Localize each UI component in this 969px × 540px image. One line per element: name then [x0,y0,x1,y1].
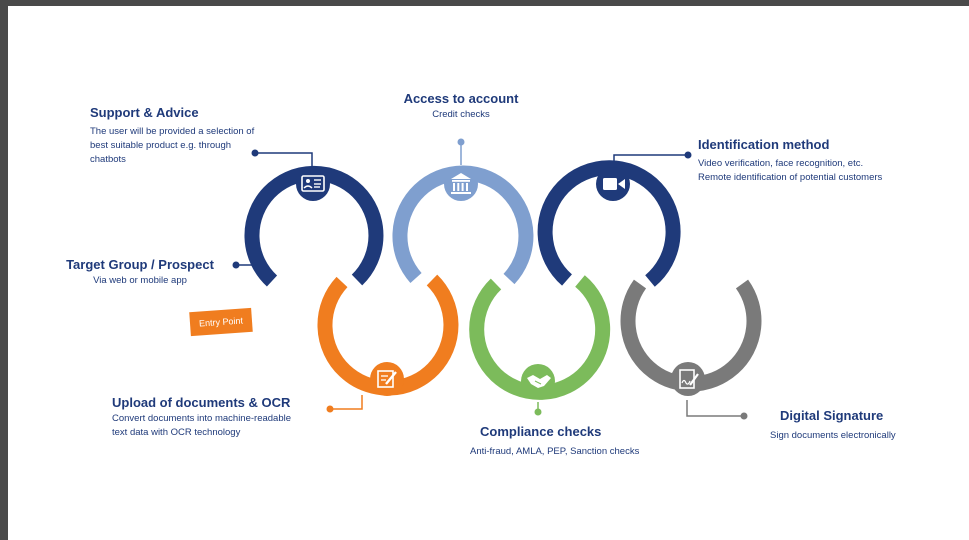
step-support-advice: Support & Advice The user will be provid… [90,105,265,167]
video-camera-icon [596,167,630,201]
connector-dot-upload [326,405,334,413]
connector-dot-identification [684,151,692,159]
connector-signature [686,400,744,417]
step-description: Credit checks [432,109,490,120]
connector-dot-compliance [534,408,542,416]
step-description: Sign documents electronically [770,430,896,441]
step-description: Convert documents into machine-readable … [112,413,292,438]
connector-dot-target [232,261,240,269]
step-title: Identification method [698,137,830,152]
id-card-icon [296,167,330,201]
step-upload-documents: Upload of documents & OCR Convert docume… [112,395,307,440]
step-description: The user will be provided a selection of… [90,126,255,165]
entry-point-badge: Entry Point [189,307,253,337]
bank-icon [444,167,478,201]
connector-identification [613,154,688,163]
connector-dot-signature [740,412,748,420]
step-title: Target Group / Prospect [66,257,214,272]
step-title: Upload of documents & OCR [112,395,291,410]
document-edit-icon [370,362,404,396]
signature-document-icon [671,362,705,396]
step-target-group: Target Group / Prospect Via web or mobil… [50,257,230,288]
connector-support [255,152,313,170]
connector-dot-support [251,149,259,157]
step-description: Anti-fraud, AMLA, PEP, Sanction checks [470,446,640,457]
step-title: Support & Advice [90,105,199,120]
step-description: Via web or mobile app [93,275,187,286]
step-digital-signature: Digital Signature Sign documents electro… [770,408,945,443]
step-description: Video verification, face recognition, et… [698,158,883,183]
connector-dot-access [457,138,465,146]
handshake-icon [521,364,555,398]
connector-upload [330,395,363,410]
step-access-account: Access to account Credit checks [376,91,546,122]
step-compliance-checks: Compliance checks Anti-fraud, AMLA, PEP,… [470,424,645,459]
step-title: Compliance checks [480,424,602,439]
step-title: Digital Signature [780,408,884,423]
frame-border-top [0,0,969,6]
step-title: Access to account [403,91,519,106]
frame-border-left [0,0,8,540]
step-identification-method: Identification method Video verification… [698,137,898,185]
